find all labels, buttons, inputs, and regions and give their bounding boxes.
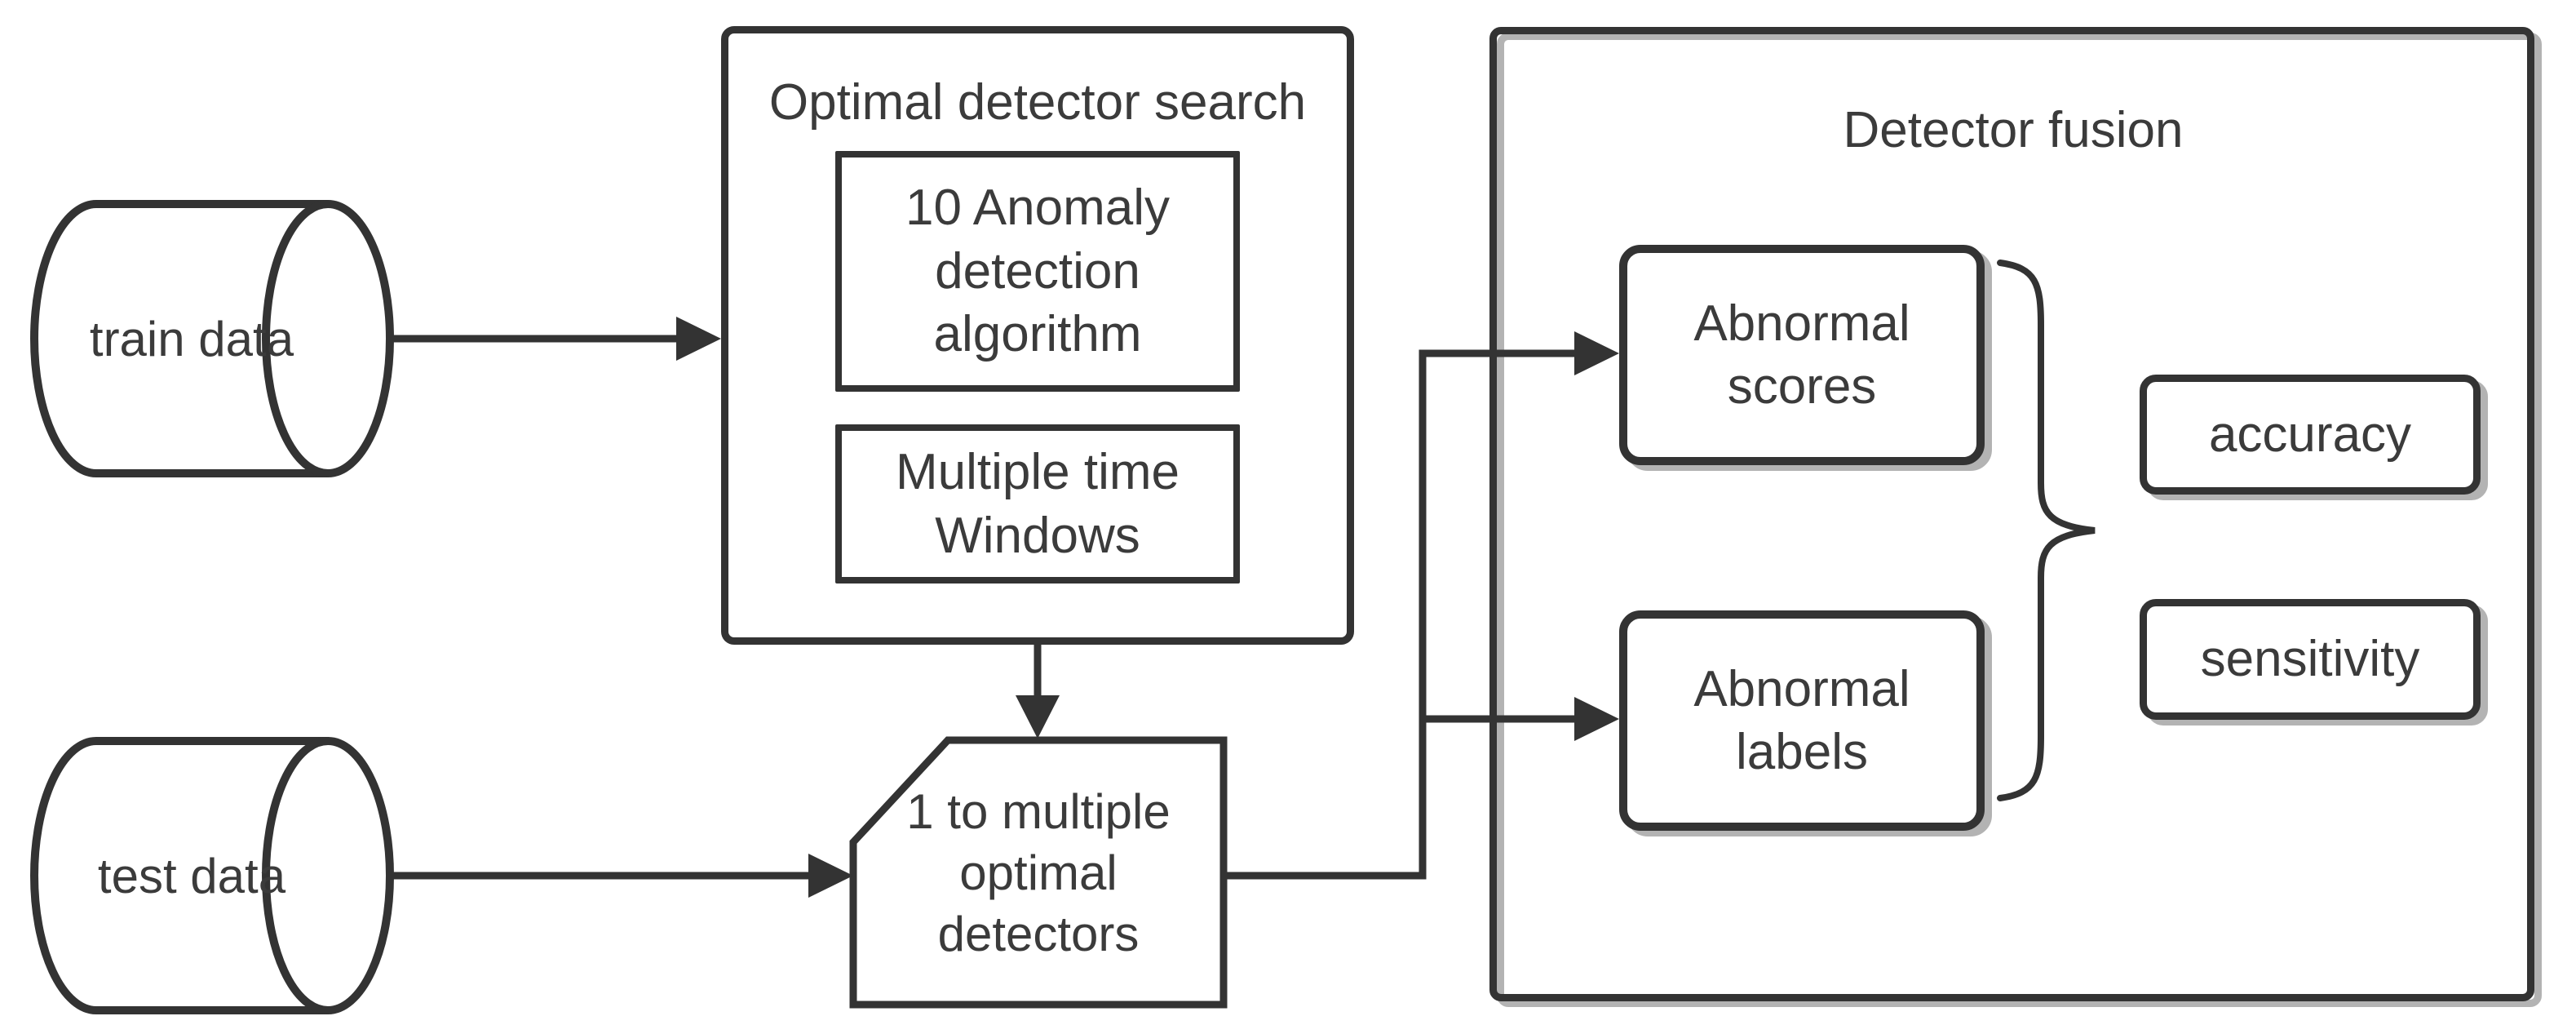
abnormal-labels-label: Abnormal labels bbox=[1693, 660, 1910, 781]
anomaly-algorithms-box: 10 Anomaly detection algorithm bbox=[835, 151, 1240, 392]
train-data-label: train data bbox=[49, 277, 334, 400]
test-data-label: test data bbox=[49, 814, 334, 937]
test-data-text: test data bbox=[97, 848, 286, 903]
train-data-text: train data bbox=[89, 311, 294, 366]
optimal-detector-search-box bbox=[721, 26, 1354, 645]
anomaly-algorithms-label: 10 Anomaly detection algorithm bbox=[905, 180, 1170, 363]
abnormal-scores-box: Abnormal scores bbox=[1619, 245, 1985, 465]
test-data-cylinder-icon bbox=[30, 737, 394, 1014]
optimal-detectors-card-shape bbox=[849, 736, 1228, 1009]
detector-fusion-title: Detector fusion bbox=[1843, 102, 2184, 158]
arrow-search-to-detectors bbox=[1016, 645, 1060, 739]
optimal-detectors-label: 1 to multiple optimal detectors bbox=[906, 783, 1171, 961]
arrow-detectors-to-scores bbox=[1224, 331, 1619, 880]
abnormal-scores-label: Abnormal scores bbox=[1693, 295, 1910, 415]
accuracy-box: accuracy bbox=[2140, 375, 2481, 495]
arrow-train-to-search bbox=[392, 317, 721, 361]
train-data-cylinder-icon bbox=[30, 200, 394, 477]
sensitivity-box: sensitivity bbox=[2140, 599, 2481, 720]
detector-fusion-box bbox=[1489, 27, 2534, 1001]
time-windows-box: Multiple time Windows bbox=[835, 424, 1240, 583]
abnormal-labels-box: Abnormal labels bbox=[1619, 610, 1985, 831]
curly-brace bbox=[1997, 260, 2096, 801]
optimal-detectors-node: 1 to multiple optimal detectors bbox=[861, 748, 1215, 996]
arrow-test-to-detectors bbox=[392, 854, 853, 898]
accuracy-label: accuracy bbox=[2208, 406, 2412, 463]
optimal-detector-search-title: Optimal detector search bbox=[768, 74, 1307, 131]
time-windows-label: Multiple time Windows bbox=[896, 444, 1180, 564]
arrow-detectors-to-labels bbox=[1423, 697, 1619, 741]
sensitivity-label: sensitivity bbox=[2200, 631, 2420, 688]
